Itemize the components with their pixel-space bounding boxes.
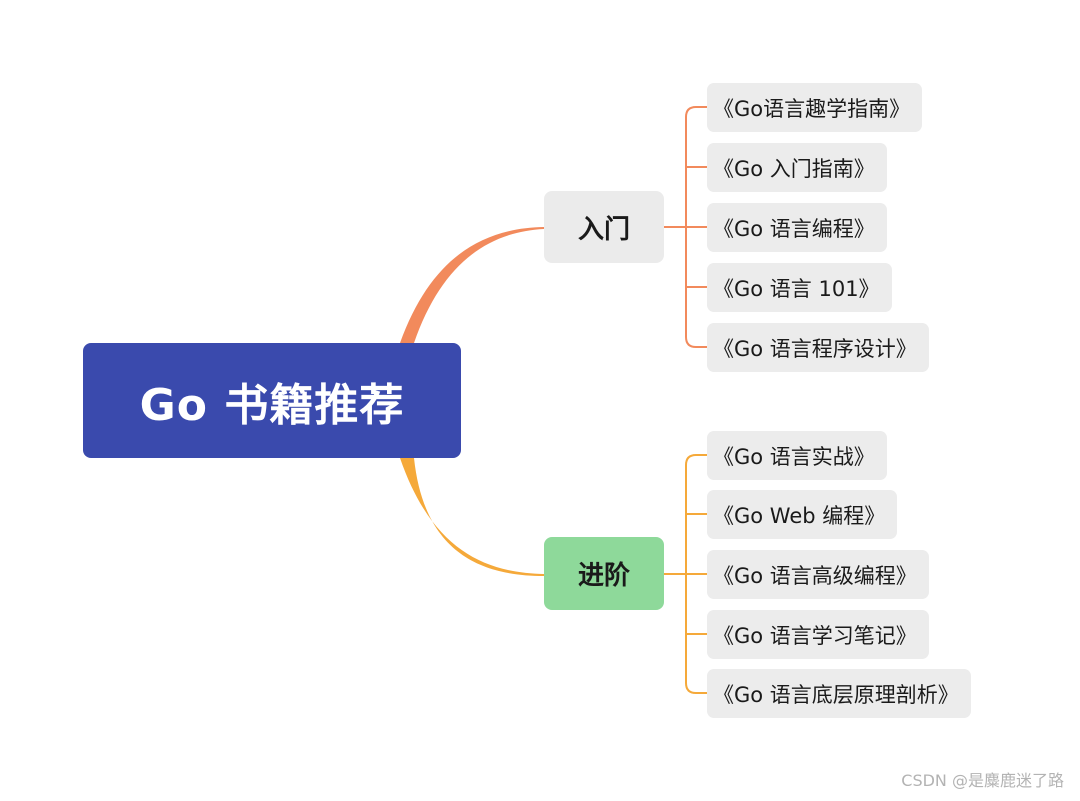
leaf-node: 《Go 语言编程》 <box>707 203 887 252</box>
leaf-label: 《Go 语言编程》 <box>713 216 875 241</box>
connector-intro-leaves <box>664 106 707 348</box>
connector-advanced-leaves <box>664 454 707 694</box>
leaf-node: 《Go 语言学习笔记》 <box>707 610 929 659</box>
leaf-label: 《Go 语言学习笔记》 <box>713 623 917 648</box>
connector-root-intro <box>400 227 544 343</box>
root-node: Go 书籍推荐 <box>83 343 461 458</box>
leaf-node: 《Go语言趣学指南》 <box>707 83 923 132</box>
leaf-label: 《Go 语言底层原理剖析》 <box>713 682 959 707</box>
branch-label-intro: 入门 <box>577 214 630 245</box>
connector-root-advanced <box>400 458 544 576</box>
leaf-label: 《Go语言趣学指南》 <box>713 96 911 121</box>
leaf-node: 《Go 语言 101》 <box>707 263 892 312</box>
leaf-label: 《Go 语言实战》 <box>713 444 875 469</box>
branch-node-advanced: 进阶 <box>544 537 664 610</box>
leaf-node: 《Go 语言高级编程》 <box>707 550 929 599</box>
branch-label-advanced: 进阶 <box>577 561 630 591</box>
leaf-label: 《Go 语言程序设计》 <box>713 336 917 361</box>
leaf-node: 《Go Web 编程》 <box>707 490 898 539</box>
branch-node-intro: 入门 <box>544 191 664 263</box>
leaf-node: 《Go 语言底层原理剖析》 <box>707 669 971 718</box>
leaf-label: 《Go 语言高级编程》 <box>713 563 917 588</box>
watermark: CSDN @是麋鹿迷了路 <box>901 771 1064 790</box>
leaf-label: 《Go 入门指南》 <box>713 156 875 181</box>
leaf-node: 《Go 入门指南》 <box>707 143 887 192</box>
leaf-node: 《Go 语言实战》 <box>707 431 887 480</box>
leaf-node: 《Go 语言程序设计》 <box>707 323 929 372</box>
root-label: Go 书籍推荐 <box>139 379 405 431</box>
leaf-label: 《Go Web 编程》 <box>713 503 886 528</box>
leaf-label: 《Go 语言 101》 <box>713 276 880 301</box>
